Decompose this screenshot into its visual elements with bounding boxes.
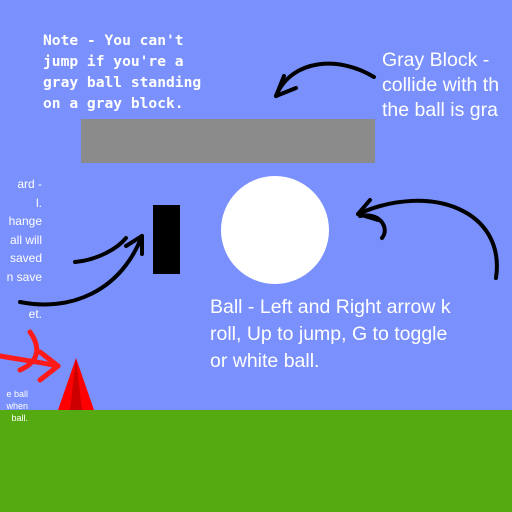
gray-block [81, 119, 375, 163]
red-spike [58, 358, 94, 410]
green-ground [0, 410, 512, 512]
spike-hint-text: e ball when ball. [6, 389, 28, 423]
note-text: Note - You can't jump if you're a gray b… [43, 32, 202, 112]
ball-hint: Ball - Left and Right arrow k roll, Up t… [210, 296, 451, 372]
gray-block-hint: Gray Block - collide with th the ball is… [382, 49, 500, 121]
left-hint-text: ard - l. hange all will saved n save et. [6, 177, 42, 321]
black-block [153, 205, 180, 274]
white-ball [221, 176, 329, 284]
